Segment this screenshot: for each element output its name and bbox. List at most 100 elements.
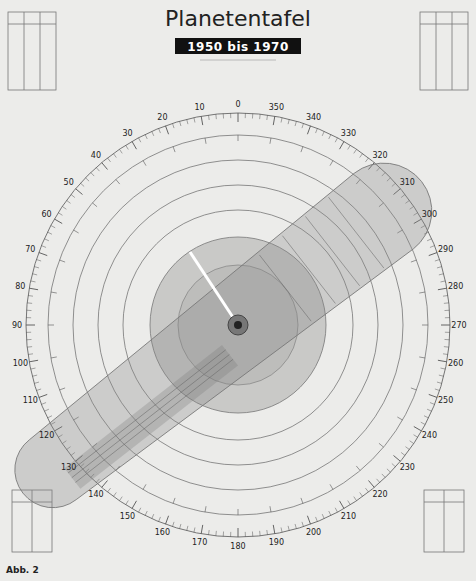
tick-mark [48, 325, 54, 326]
tick-mark [348, 145, 351, 149]
tick-mark [394, 455, 401, 461]
tick-mark [32, 375, 37, 376]
tick-mark [444, 310, 449, 311]
tick-mark [440, 281, 445, 282]
tick-mark [439, 375, 444, 376]
degree-number: 250 [438, 396, 453, 405]
tick-mark [259, 531, 261, 536]
tick-mark [238, 113, 239, 122]
tick-mark [259, 114, 261, 119]
tick-mark [354, 497, 357, 501]
tick-mark [26, 332, 31, 333]
degree-number: 220 [372, 490, 387, 499]
tick-mark [187, 526, 188, 531]
tick-mark [27, 310, 32, 311]
tick-mark [107, 488, 110, 492]
band-text: 1950 bis 1970 [187, 40, 289, 54]
tick-mark [302, 123, 304, 128]
tick-mark [437, 382, 442, 383]
tick-mark [348, 501, 351, 505]
tick-mark [159, 128, 161, 133]
tick-mark [443, 353, 448, 355]
degree-number: 190 [269, 538, 284, 547]
tick-mark [36, 259, 41, 261]
tick-mark [59, 388, 65, 390]
tick-mark [165, 516, 168, 524]
tick-mark [59, 260, 65, 262]
tick-mark [173, 498, 175, 504]
tick-mark [430, 403, 435, 405]
tick-mark [102, 163, 108, 170]
tick-mark [360, 492, 363, 496]
tick-mark [322, 131, 324, 136]
tick-mark [316, 128, 318, 133]
tick-mark [132, 501, 137, 509]
tick-mark [223, 531, 224, 536]
tick-mark [238, 509, 239, 515]
tick-mark [47, 232, 51, 234]
tick-mark [330, 160, 333, 165]
tick-mark [307, 126, 310, 134]
degree-number: 180 [230, 542, 245, 551]
degree-number: 70 [25, 245, 35, 254]
tick-mark [107, 158, 110, 162]
tick-mark [430, 246, 435, 248]
tick-mark [26, 325, 35, 326]
tick-mark [301, 146, 303, 152]
rotating-cursor [0, 144, 451, 531]
tick-mark [34, 382, 39, 383]
tick-mark [145, 134, 147, 138]
degree-number: 40 [91, 151, 101, 160]
tick-mark [27, 339, 32, 340]
tick-mark [238, 528, 239, 537]
degree-number: 150 [120, 512, 135, 521]
tick-mark [427, 409, 432, 411]
degree-number: 280 [448, 282, 463, 291]
degree-number: 100 [13, 359, 28, 368]
tick-mark [36, 389, 41, 391]
tick-mark [411, 260, 417, 262]
tick-mark [80, 183, 84, 186]
tick-mark [273, 116, 275, 125]
tick-mark [138, 138, 140, 142]
tick-mark [354, 149, 357, 153]
tick-mark [47, 416, 51, 418]
tick-mark [172, 123, 174, 128]
tick-mark [73, 230, 78, 233]
tick-mark [405, 447, 409, 450]
tick-mark [340, 141, 345, 149]
tick-mark [288, 119, 289, 124]
tick-mark [31, 368, 36, 369]
degree-number: 130 [61, 463, 76, 472]
degree-number: 290 [438, 245, 453, 254]
tick-mark [201, 525, 203, 534]
tick-mark [410, 441, 414, 444]
tick-mark [445, 332, 450, 333]
tick-mark [439, 274, 444, 275]
tick-mark [27, 346, 32, 348]
degree-number: 170 [192, 538, 207, 547]
tick-mark [152, 514, 154, 519]
tick-mark [32, 274, 37, 275]
tick-mark [245, 113, 246, 118]
tick-mark [119, 497, 122, 501]
tick-mark [28, 295, 33, 297]
tick-mark [266, 530, 268, 535]
tick-mark [340, 501, 345, 509]
tick-mark [445, 317, 450, 318]
degree-number: 120 [39, 431, 54, 440]
tick-mark [208, 530, 210, 535]
tick-mark [215, 531, 217, 536]
tick-mark [223, 114, 224, 119]
tick-mark [230, 113, 231, 118]
tick-mark [427, 239, 432, 241]
tick-mark [252, 531, 253, 536]
tick-mark [27, 302, 32, 304]
tick-mark [281, 527, 282, 532]
degree-number: 200 [306, 528, 321, 537]
degree-number: 50 [64, 178, 74, 187]
tick-mark [96, 167, 99, 171]
tick-mark [143, 160, 146, 165]
tick-mark [132, 141, 137, 149]
